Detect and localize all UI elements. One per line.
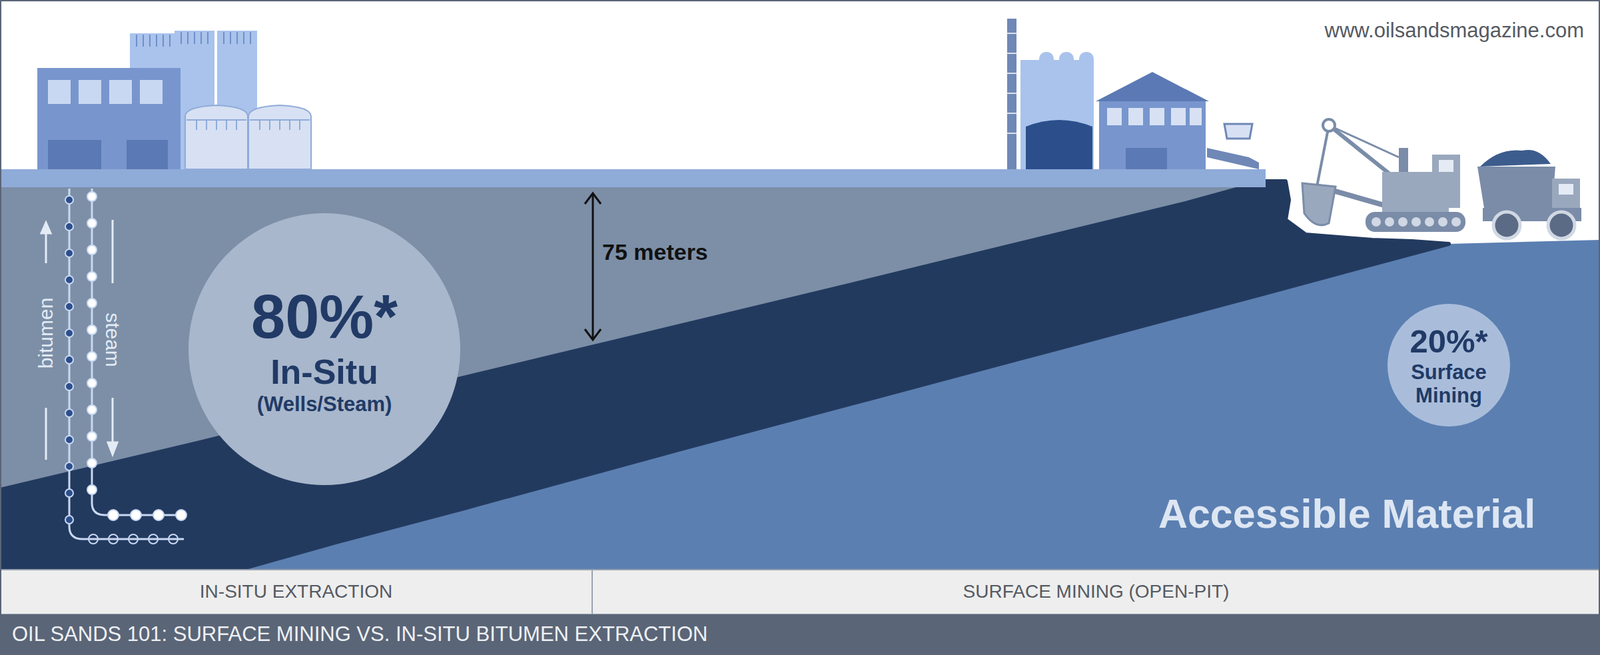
title-band bbox=[0, 614, 1600, 655]
section-label-band: IN-SITU EXTRACTION bbox=[0, 569, 593, 615]
flow-label: steam bbox=[101, 312, 124, 368]
well-dot bbox=[65, 222, 74, 231]
surface-share-circle: 20%*Surface Mining bbox=[1387, 303, 1511, 427]
well-dot bbox=[87, 484, 97, 495]
flow-label: bitumen bbox=[34, 297, 58, 370]
in-situ-facility bbox=[37, 30, 312, 170]
well-dot bbox=[65, 515, 74, 524]
well-dot bbox=[87, 298, 97, 308]
in-situ-share-circle: 80%*In-Situ(Wells/Steam) bbox=[188, 213, 461, 485]
ground-surface bbox=[0, 169, 1266, 188]
well-dot bbox=[65, 249, 74, 258]
node-text: 80%* bbox=[251, 281, 398, 353]
well-dot bbox=[87, 431, 97, 441]
node-text: Surface Mining bbox=[1399, 360, 1499, 408]
well-dot bbox=[87, 218, 97, 228]
well-dot bbox=[87, 325, 97, 335]
sagd-well-pair bbox=[65, 188, 187, 544]
well-dot bbox=[168, 534, 178, 544]
node-text: SURFACE MINING (OPEN-PIT) bbox=[963, 580, 1230, 603]
well-dot bbox=[87, 271, 97, 282]
well-dot bbox=[87, 351, 97, 362]
well-dot bbox=[65, 382, 74, 391]
well-dot bbox=[65, 302, 74, 311]
well-dot bbox=[87, 378, 97, 388]
well-dot bbox=[65, 355, 74, 364]
well-dot bbox=[130, 509, 142, 521]
haul-truck bbox=[1477, 149, 1582, 239]
well-dot bbox=[65, 435, 74, 444]
node-text: IN-SITU EXTRACTION bbox=[199, 580, 393, 603]
well-dot bbox=[87, 458, 97, 468]
region-label: Accessible Material bbox=[1158, 490, 1536, 537]
section-band bbox=[0, 569, 1600, 615]
node-text: In-Situ bbox=[270, 352, 379, 393]
depth-dimension bbox=[584, 193, 601, 340]
well-dot bbox=[65, 462, 74, 471]
well-dot bbox=[128, 534, 138, 544]
well-dot bbox=[148, 534, 158, 544]
well-dot bbox=[65, 275, 74, 284]
well-dot bbox=[65, 195, 74, 204]
node-text: 20%* bbox=[1409, 322, 1488, 360]
diagram-title: OIL SANDS 101: SURFACE MINING VS. IN-SIT… bbox=[11, 622, 708, 647]
well-dot bbox=[153, 509, 164, 521]
mining-shovel bbox=[1302, 119, 1466, 232]
node-text: (Wells/Steam) bbox=[257, 392, 393, 417]
well-dot bbox=[175, 509, 187, 521]
well-dot bbox=[65, 408, 74, 417]
well-dot bbox=[107, 509, 119, 521]
section-label-band: SURFACE MINING (OPEN-PIT) bbox=[592, 569, 1600, 615]
well-dot bbox=[87, 191, 97, 202]
well-dot bbox=[87, 404, 97, 415]
band-divider bbox=[591, 569, 593, 615]
well-dot bbox=[65, 488, 74, 497]
watermark: www.oilsandsmagazine.com bbox=[1324, 18, 1585, 43]
processing-plant bbox=[1007, 18, 1259, 170]
well-dot bbox=[87, 245, 97, 255]
well-dot bbox=[88, 534, 98, 544]
well-dot bbox=[65, 329, 74, 338]
well-dot bbox=[108, 534, 118, 544]
dimension-label: 75 meters bbox=[602, 239, 709, 266]
